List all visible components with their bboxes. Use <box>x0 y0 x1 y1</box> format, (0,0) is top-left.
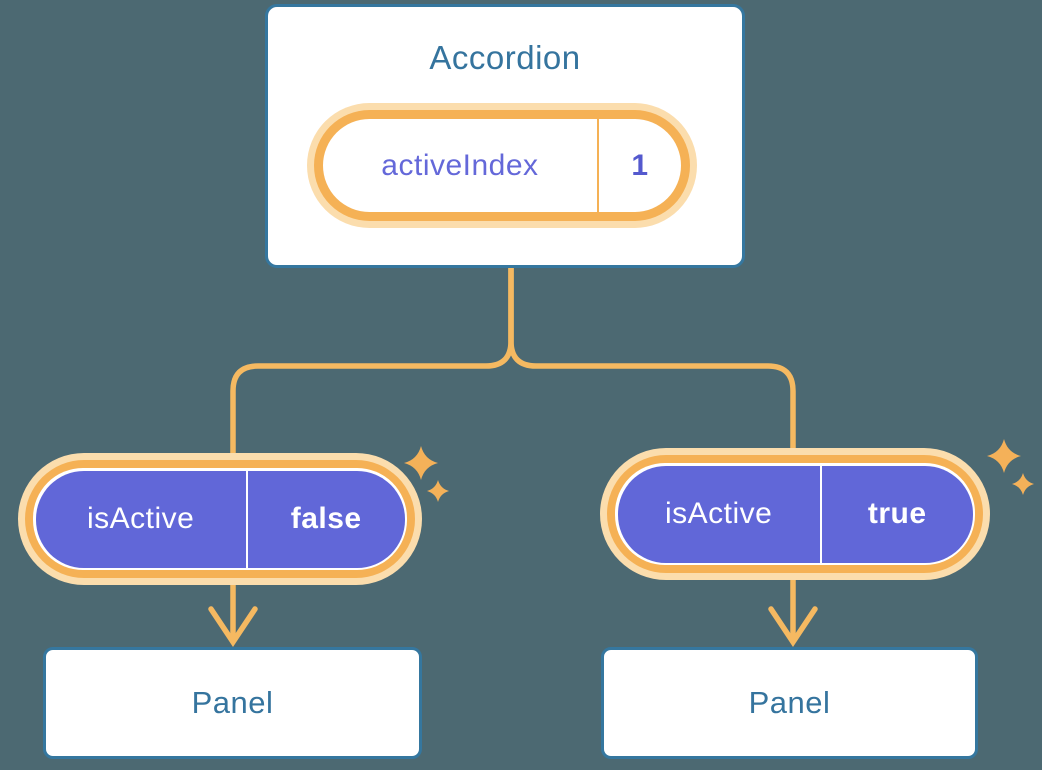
sparkle-icon <box>427 480 449 502</box>
tree-branch-lines <box>208 265 818 647</box>
prop-label: isActive <box>664 497 773 530</box>
prop-pill-ring: isActive true <box>607 455 983 573</box>
sparkle-icon <box>404 446 438 480</box>
state-pill-label: activeIndex <box>381 148 539 182</box>
prop-pill-fill: isActive true <box>617 465 973 563</box>
prop-pill-ring: isActive false <box>25 460 415 578</box>
sparkle-icon <box>987 439 1021 473</box>
state-pill-value: 1 <box>631 148 649 182</box>
prop-label: isActive <box>86 502 195 535</box>
arrow-down-icon <box>208 606 258 647</box>
prop-pill-false: isActive false <box>18 453 422 585</box>
prop-pill-fill: isActive false <box>35 470 405 568</box>
state-pill-core: activeIndex 1 <box>323 119 681 212</box>
prop-value: false <box>290 502 362 535</box>
panel-title: Panel <box>191 685 274 720</box>
branch-line-right <box>508 265 796 641</box>
panel-card-right: Panel <box>601 647 978 759</box>
state-pill: activeIndex 1 <box>307 103 697 228</box>
accordion-title: Accordion <box>429 39 581 76</box>
prop-pill-core: isActive true <box>615 463 975 565</box>
arrow-down-icon <box>768 606 818 647</box>
pill-divider <box>819 465 822 563</box>
panel-title: Panel <box>748 685 831 720</box>
state-pill-ring: activeIndex 1 <box>314 110 690 221</box>
sparkle-icon <box>1012 473 1034 495</box>
panel-card-left: Panel <box>43 647 422 759</box>
pill-divider <box>245 470 248 568</box>
pill-divider <box>596 119 599 212</box>
prop-pill-core: isActive false <box>33 468 407 570</box>
prop-value: true <box>867 497 927 530</box>
prop-pill-true: isActive true <box>600 448 990 580</box>
